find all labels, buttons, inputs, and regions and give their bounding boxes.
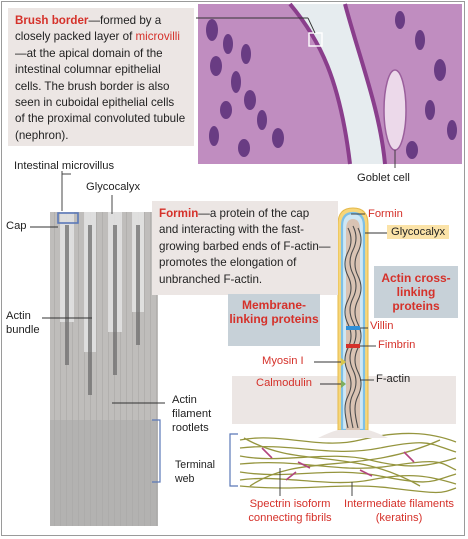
cap-label: Cap — [6, 220, 27, 232]
membrane-linking-box: Membrane-linking proteins — [228, 294, 320, 346]
spectrin-label: Spectrin isoform connecting fibrils — [248, 498, 332, 524]
goblet-cell-label: Goblet cell — [357, 172, 410, 184]
actin-filament-rootlets-label: Actin filament rootlets — [172, 394, 212, 434]
intestinal-microvillus-label: Intestinal microvillus — [14, 160, 115, 172]
villin-label: Villin — [370, 320, 394, 332]
actin-bundle-label: Actin bundle — [6, 310, 40, 336]
glycocalyx-right-label: Glycocalyx — [387, 225, 450, 239]
histology-micrograph — [198, 2, 462, 165]
actin-crosslinking-box: Actin cross-linking proteins — [374, 266, 458, 318]
fimbrin-label: Fimbrin — [378, 339, 416, 351]
formin-term: Formin — [159, 207, 199, 220]
brush-border-description: Brush border—formed by a closely packed … — [8, 8, 194, 146]
electron-micrograph — [50, 212, 158, 526]
formin-note: Formin—a protein of the cap and interact… — [152, 201, 338, 295]
terminal-web-label: Terminal web — [175, 459, 216, 485]
intermediate-filaments-label: Intermediate filaments (keratins) — [343, 498, 455, 524]
brush-border-text-a: —formed by a closely packed layer of — [15, 14, 162, 44]
f-actin-label: F-actin — [376, 373, 411, 385]
microvilli-term: microvilli — [135, 30, 180, 44]
formin-note-text: —a protein of the cap and interacting wi… — [159, 207, 331, 286]
formin-label: Formin — [368, 208, 403, 220]
myosin-label: Myosin I — [262, 355, 304, 367]
glycocalyx-left-label: Glycocalyx — [86, 181, 141, 193]
microvillus-schematic — [318, 207, 388, 438]
calmodulin-label: Calmodulin — [256, 377, 312, 389]
brush-border-text-b: —at the apical domain of the intestinal … — [15, 46, 186, 142]
brush-border-term: Brush border — [15, 14, 89, 27]
